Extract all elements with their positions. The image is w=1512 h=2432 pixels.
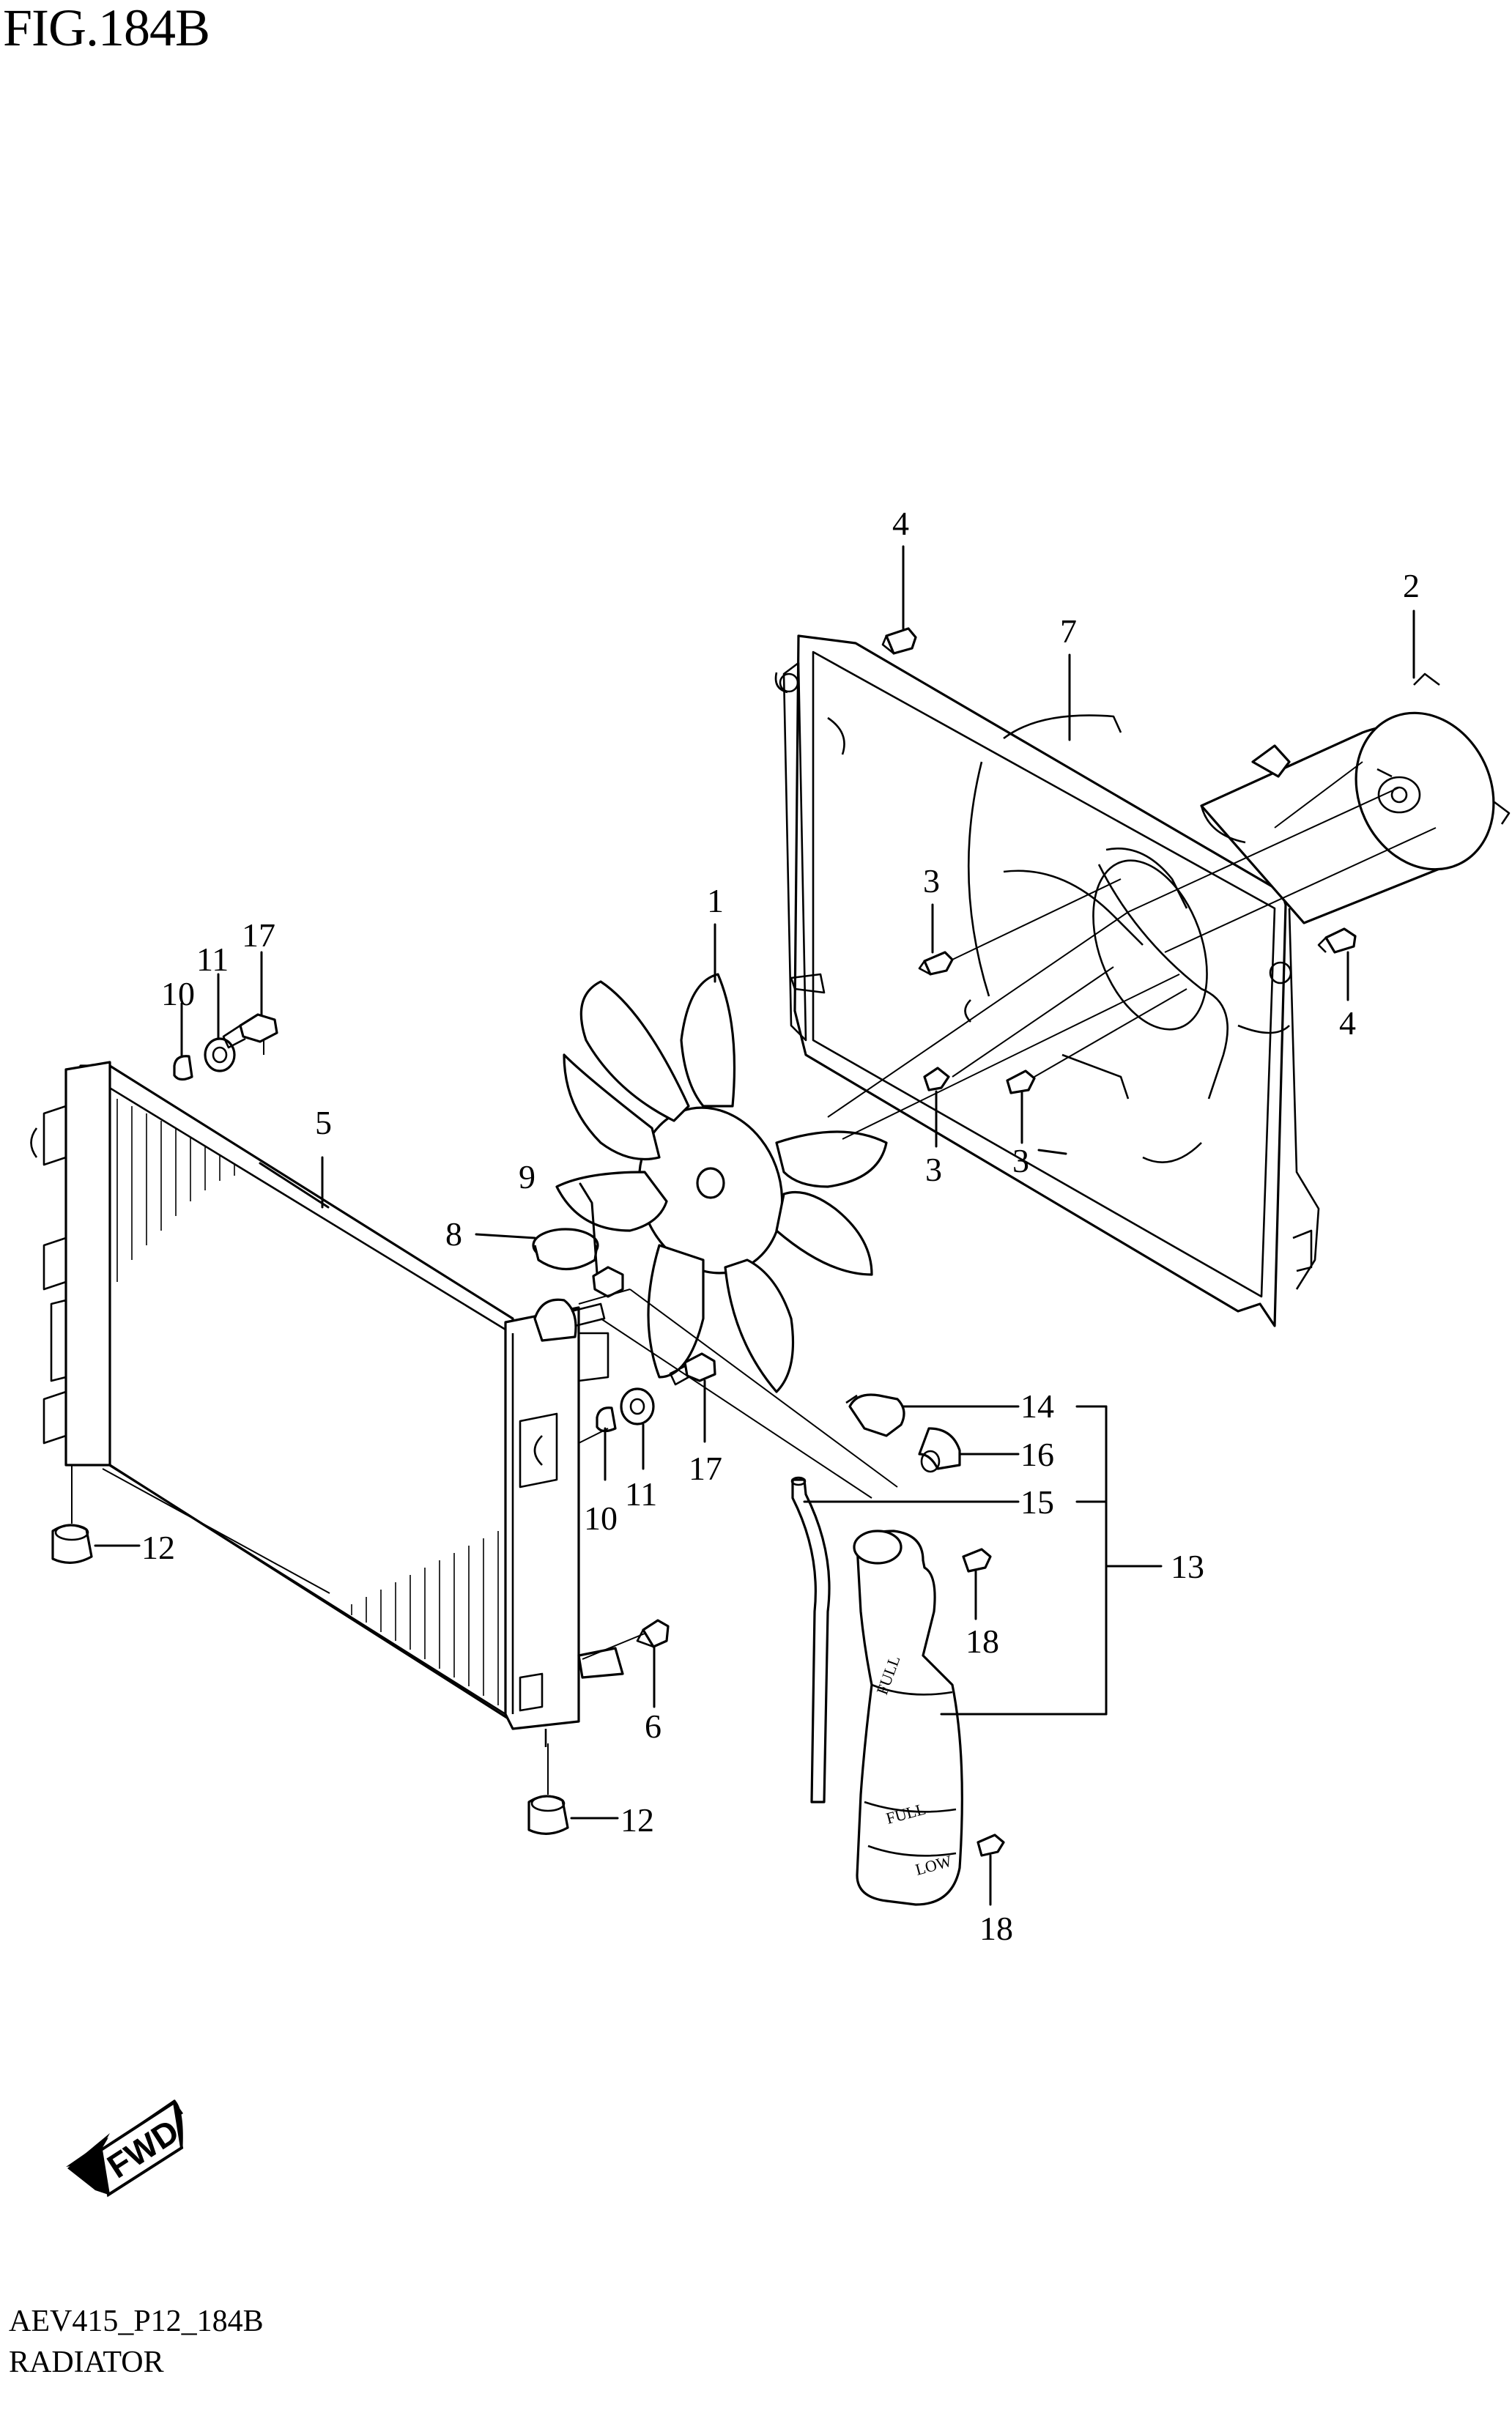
fan-shroud — [774, 634, 1320, 1327]
callout-9: 9 — [519, 1158, 536, 1195]
callout-3-upper: 3 — [923, 862, 940, 900]
callout-12-lower: 12 — [620, 1801, 654, 1839]
callout-14: 14 — [1020, 1387, 1054, 1425]
callout-5: 5 — [315, 1104, 332, 1141]
fan-motor — [1200, 672, 1511, 924]
figure-code: AEV415_P12_184B — [9, 2305, 264, 2338]
hose — [918, 1427, 961, 1473]
figure-title: FIG.184B — [3, 0, 210, 57]
callout-7: 7 — [1060, 612, 1077, 650]
cooling-fan — [555, 973, 888, 1393]
callout-12-upper: 12 — [141, 1529, 175, 1566]
fwd-arrow-icon: FWD — [66, 2099, 185, 2198]
callout-17-lower: 17 — [689, 1450, 722, 1487]
callout-4-right: 4 — [1339, 1004, 1356, 1042]
callout-6: 6 — [645, 1708, 662, 1745]
callout-1: 1 — [707, 882, 724, 919]
callout-11-lower: 11 — [625, 1475, 657, 1513]
callout-17-upper: 17 — [242, 916, 275, 954]
callout-numbers: 4 2 7 3 1 4 3 3 9 5 8 10 11 17 14 16 15 … — [141, 505, 1420, 1947]
callout-10-upper: 10 — [161, 975, 195, 1012]
callout-2: 2 — [1403, 567, 1420, 604]
callout-16: 16 — [1020, 1436, 1054, 1473]
callout-10-lower: 10 — [584, 1499, 618, 1537]
hardware — [51, 627, 1357, 1857]
hose-clip — [845, 1393, 905, 1437]
callout-3-left: 3 — [925, 1151, 942, 1188]
callout-18-upper: 18 — [966, 1623, 999, 1660]
radiator-cap — [532, 1228, 599, 1271]
reservoir-tank: FULL FULL LOW — [853, 1530, 963, 1906]
overflow-tube — [790, 1476, 831, 1803]
callout-3-right: 3 — [1012, 1142, 1029, 1179]
callout-8: 8 — [445, 1215, 462, 1253]
leader-lines — [71, 545, 1437, 1906]
figure-name: RADIATOR — [9, 2346, 164, 2379]
callout-15: 15 — [1020, 1483, 1054, 1521]
callout-11-upper: 11 — [196, 941, 229, 978]
radiator — [30, 1061, 624, 1747]
callout-4-top: 4 — [892, 505, 909, 542]
callout-13: 13 — [1171, 1548, 1204, 1585]
callout-18-lower: 18 — [979, 1910, 1013, 1947]
